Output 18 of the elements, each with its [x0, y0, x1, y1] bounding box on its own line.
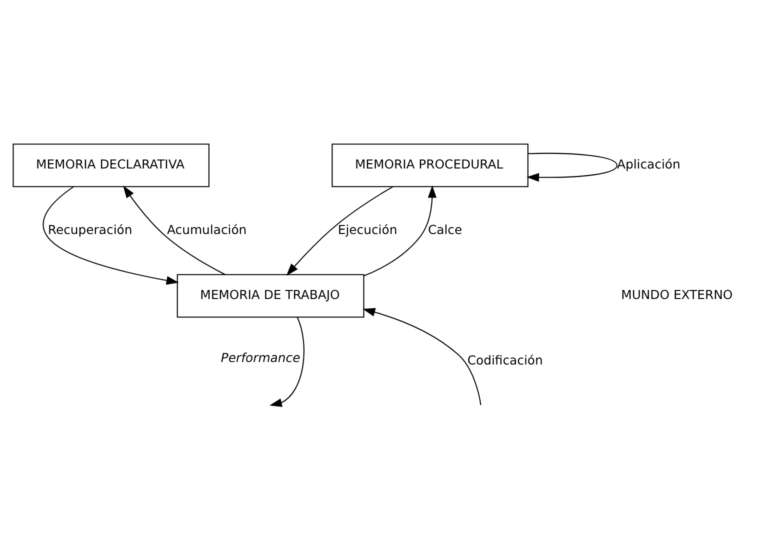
arrow: [269, 317, 304, 407]
edge-label: Aplicación: [616, 156, 680, 172]
edge-label: Performance: [220, 350, 300, 365]
node-box: MEMORIA DE TRABAJO: [176, 274, 364, 318]
arrow: [362, 308, 482, 406]
arrow: [286, 186, 393, 276]
label: MUNDO EXTERNO: [621, 287, 733, 302]
edge-label: Codificación: [467, 352, 543, 368]
edge-label: Calce: [428, 222, 462, 237]
arrow: [364, 185, 437, 276]
arrow: [123, 186, 226, 276]
edge-label: Acumulación: [167, 222, 247, 237]
arrow: [526, 152, 618, 182]
edge-label: Ejecución: [338, 222, 398, 237]
node-box: MEMORIA PROCEDURAL: [332, 144, 528, 188]
arrow: [42, 186, 179, 285]
edge-label: Recuperación: [48, 222, 132, 237]
node-box: MEMORIA DECLARATIVA: [12, 144, 210, 188]
